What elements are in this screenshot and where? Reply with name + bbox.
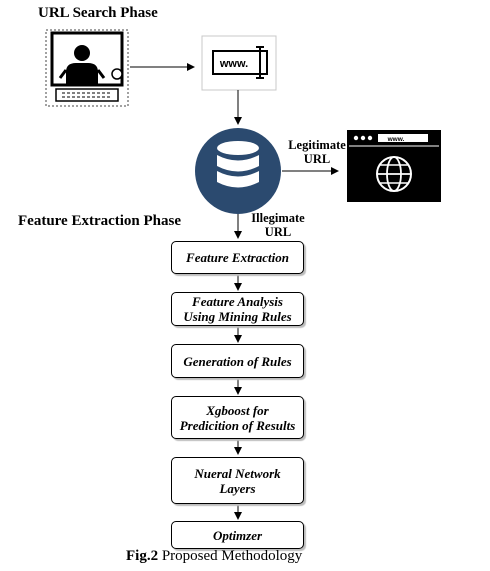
browser-globe-icon: www. [347, 130, 441, 202]
url-bar-icon: www. [201, 35, 277, 91]
step-feature-analysis: Feature Analysis Using Mining Rules [171, 292, 304, 326]
browser-url-text: www. [387, 136, 405, 143]
step-neural-network-layers: Nueral Network Layers [171, 457, 304, 504]
step-optimizer: Optimzer [171, 521, 304, 549]
step-label: Nueral Network Layers [194, 465, 281, 496]
illegitimate-url-label: Illegimate URL [251, 211, 305, 239]
feature-extraction-phase-title: Feature Extraction Phase [18, 213, 182, 229]
step-label: Xgboost for Predicition of Results [179, 402, 296, 433]
legitimate-url-label: Legitimate URL [288, 138, 346, 166]
step-label: Optimzer [212, 527, 263, 543]
figure-caption-label: Fig.2 [126, 548, 159, 564]
step-label: Feature Extraction [186, 250, 289, 265]
database-icon [195, 128, 281, 214]
step-generation-of-rules: Generation of Rules [171, 344, 304, 378]
url-bar-text: www. [219, 58, 248, 70]
figure-caption-text: Proposed Methodology [158, 548, 303, 564]
url-search-phase-title: URL Search Phase [38, 5, 158, 21]
figure-caption: Fig.2 Proposed Methodology [126, 548, 302, 565]
step-feature-extraction: Feature Extraction [171, 241, 304, 274]
step-xgboost-prediction: Xgboost for Predicition of Results [171, 396, 304, 439]
user-at-computer-icon [45, 29, 129, 107]
step-label: Generation of Rules [183, 353, 292, 369]
step-label: Feature Analysis Using Mining Rules [183, 294, 292, 324]
